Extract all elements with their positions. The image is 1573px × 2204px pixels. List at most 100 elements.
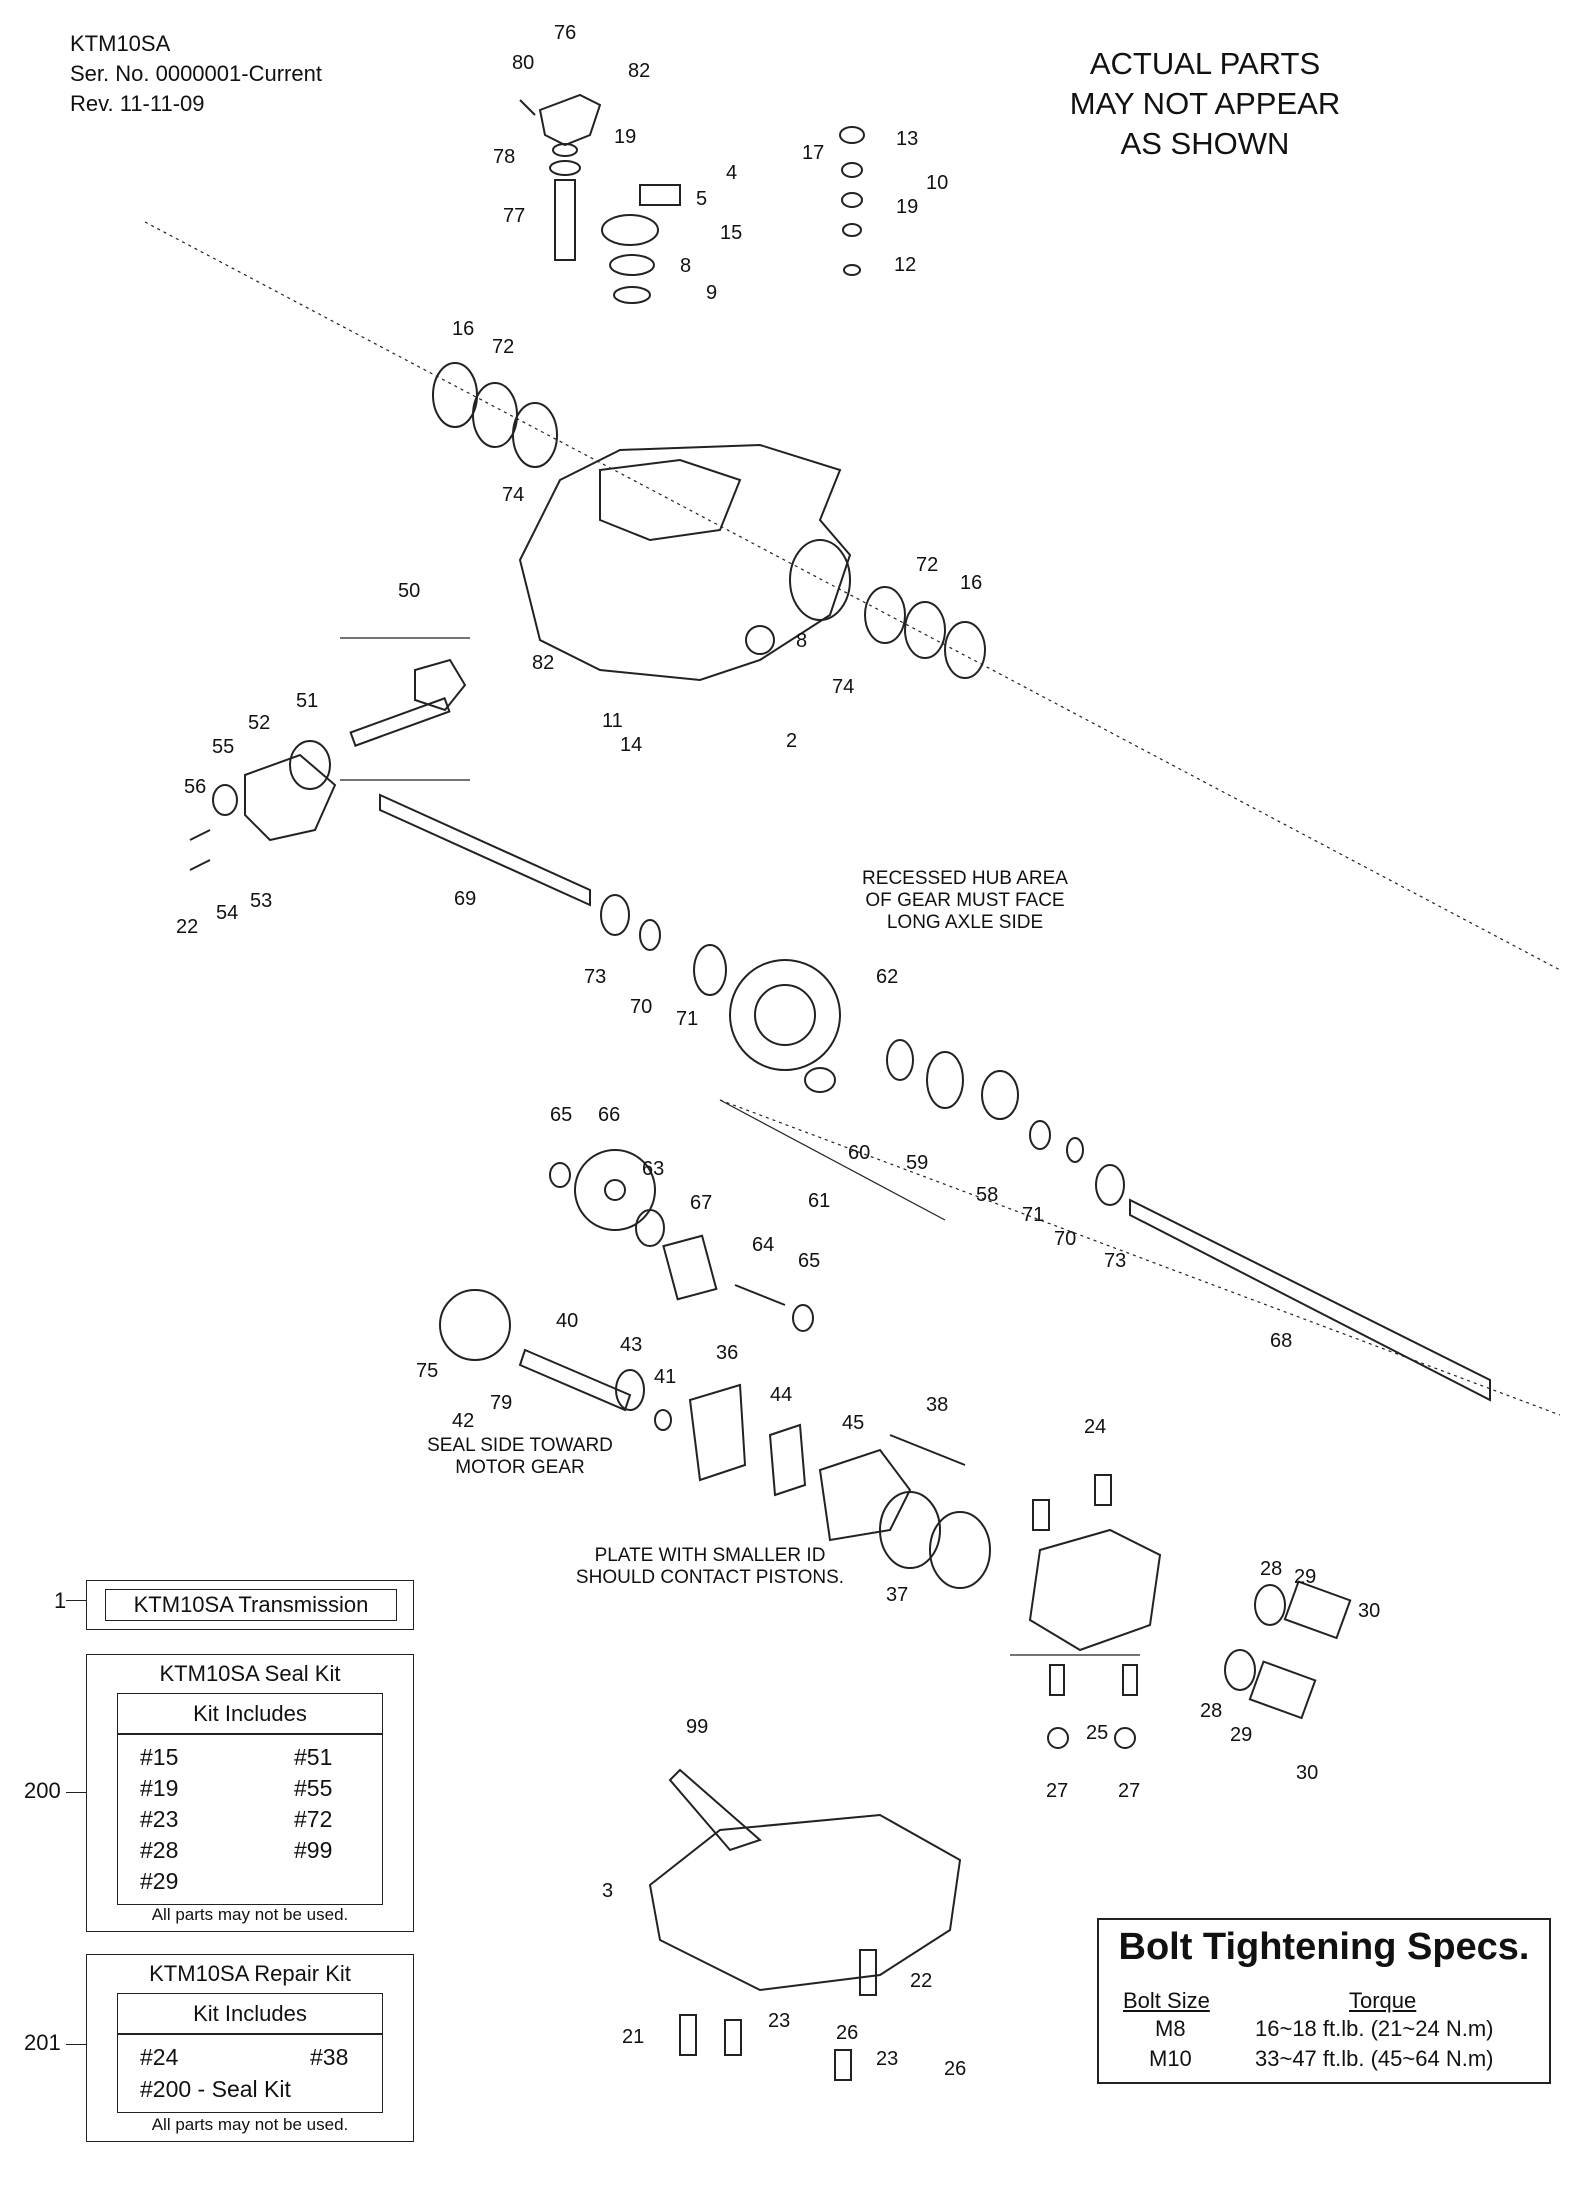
part-number: 54: [216, 902, 239, 924]
ring-41: [654, 1409, 672, 1431]
part-number: 66: [598, 1104, 621, 1126]
lever-part-82: [538, 93, 602, 147]
bolt-specs-title: Bolt Tightening Specs.: [1118, 1926, 1530, 1968]
recessed-hub-line-3: LONG AXLE SIDE: [886, 912, 1044, 933]
notice-line-1: ACTUAL PARTS: [1089, 46, 1321, 81]
part-number: 65: [550, 1104, 573, 1126]
part-number: 8: [680, 255, 692, 277]
bearing-58: [981, 1070, 1019, 1120]
pin-24b: [1094, 1474, 1112, 1506]
part-number: 71: [1022, 1204, 1045, 1226]
spring-10: [841, 162, 863, 178]
transmission-label-frame: KTM10SA Transmission: [105, 1589, 397, 1621]
part-number: 52: [248, 712, 271, 734]
part-number: 26: [836, 2022, 859, 2044]
plate-40: [439, 1289, 511, 1361]
seal-kit-items: #15 #19 #23 #28 #29 #51 #55 #72 #99: [117, 1733, 383, 1905]
notice-line-2: MAY NOT APPEAR: [1069, 86, 1341, 121]
part-number: 70: [630, 996, 653, 1018]
part-number: 59: [906, 1152, 929, 1174]
kit-item: #23: [140, 1806, 179, 1832]
seal-78: [549, 160, 581, 176]
pinion-60: [804, 1067, 836, 1093]
repair-kit-title: KTM10SA Repair Kit: [149, 1961, 351, 1986]
plate-36: [688, 1383, 747, 1482]
plug-15: [601, 214, 659, 246]
kit-item: #15: [140, 1744, 179, 1770]
serial-number: Ser. No. 0000001-Current: [70, 61, 322, 86]
axle-69: [379, 793, 591, 907]
kit-item: #29: [140, 1868, 179, 1894]
repair-kit-items: #24 #38 #200 - Seal Kit: [117, 2033, 383, 2113]
part-number: 40: [556, 1310, 579, 1332]
kit-item: #19: [140, 1775, 179, 1801]
repair-kit-box: KTM10SA Repair Kit Kit Includes #24 #38 …: [86, 1954, 414, 2142]
bearing-73-right: [1095, 1164, 1125, 1206]
part-number: 22: [910, 1970, 933, 1992]
bolt-23b: [834, 2049, 852, 2081]
part-number: 4: [726, 162, 738, 184]
part-number: 10: [926, 172, 949, 194]
bolt-22: [189, 829, 211, 841]
piston-38: [889, 1434, 966, 1466]
kit-item: #200 - Seal Kit: [140, 2076, 291, 2102]
kit-item: #72: [294, 1806, 333, 1832]
part-number: 29: [1294, 1566, 1317, 1588]
main-housing-2: [518, 443, 852, 682]
part-number: 62: [876, 966, 899, 988]
seal-kit-includes: Kit Includes: [193, 1701, 307, 1726]
washer-65-66: [549, 1162, 571, 1188]
torque-value: 16~18 ft.lb. (21~24 N.m): [1255, 2016, 1494, 2041]
kit-item: #51: [294, 1744, 333, 1770]
bolt-22b: [189, 859, 211, 871]
o-ring-8-top: [609, 254, 655, 276]
part-number: 5: [696, 188, 708, 210]
part-number: 23: [768, 2010, 791, 2032]
seal-kit-includes-frame: Kit Includes: [117, 1693, 383, 1735]
torque-header: Torque: [1349, 1988, 1417, 2013]
part-number: 53: [250, 890, 273, 912]
part-number: 45: [842, 1412, 865, 1434]
part-number: 37: [886, 1584, 909, 1606]
part-number: 61: [808, 1190, 831, 1212]
end-cap-24: [1028, 1528, 1162, 1652]
part-number: 24: [1084, 1416, 1107, 1438]
block-45: [818, 1448, 912, 1542]
snap-ring-16-left: [432, 362, 478, 428]
plug-12b: [843, 264, 861, 276]
part-number: 71: [676, 1008, 699, 1030]
part-number: 11: [602, 710, 623, 732]
lower-housing-3: [648, 1813, 962, 1992]
plate-line-1: PLATE WITH SMALLER ID: [594, 1545, 826, 1566]
part-number: 68: [1270, 1330, 1293, 1352]
part-number: 28: [1200, 1700, 1223, 1722]
axle-68: [1129, 1198, 1491, 1402]
part-number: 60: [848, 1142, 871, 1164]
kit-item: #28: [140, 1837, 179, 1863]
bolt-size-header: Bolt Size: [1123, 1988, 1210, 2013]
seal-kit-box: KTM10SA Seal Kit Kit Includes #15 #19 #2…: [86, 1654, 414, 1932]
part-number: 17: [802, 142, 825, 164]
axle-axis-line-lower: [719, 1099, 1561, 1416]
notice: ACTUAL PARTS MAY NOT APPEAR AS SHOWN: [1020, 44, 1390, 164]
seal-kit-ref: 200: [24, 1778, 61, 1803]
valve-30b: [1248, 1660, 1317, 1720]
part-number: 74: [502, 484, 525, 506]
cover-55: [244, 753, 337, 842]
part-number: 99: [686, 1716, 709, 1738]
bearing-73-left: [600, 894, 630, 936]
part-number: 43: [620, 1334, 643, 1356]
part-number: 80: [512, 52, 535, 74]
gear-71-left: [693, 944, 727, 996]
part-number: 38: [926, 1394, 949, 1416]
part-number: 21: [622, 2026, 645, 2048]
part-number: 15: [720, 222, 743, 244]
part-number: 65: [798, 1250, 821, 1272]
sealant-99: [668, 1768, 762, 1852]
part-number: 76: [554, 22, 577, 44]
kit-item: #99: [294, 1837, 333, 1863]
kit-item: #24: [140, 2044, 179, 2070]
pin-25a: [1049, 1664, 1065, 1696]
shaft-77: [554, 179, 576, 261]
gear-59: [926, 1051, 964, 1109]
